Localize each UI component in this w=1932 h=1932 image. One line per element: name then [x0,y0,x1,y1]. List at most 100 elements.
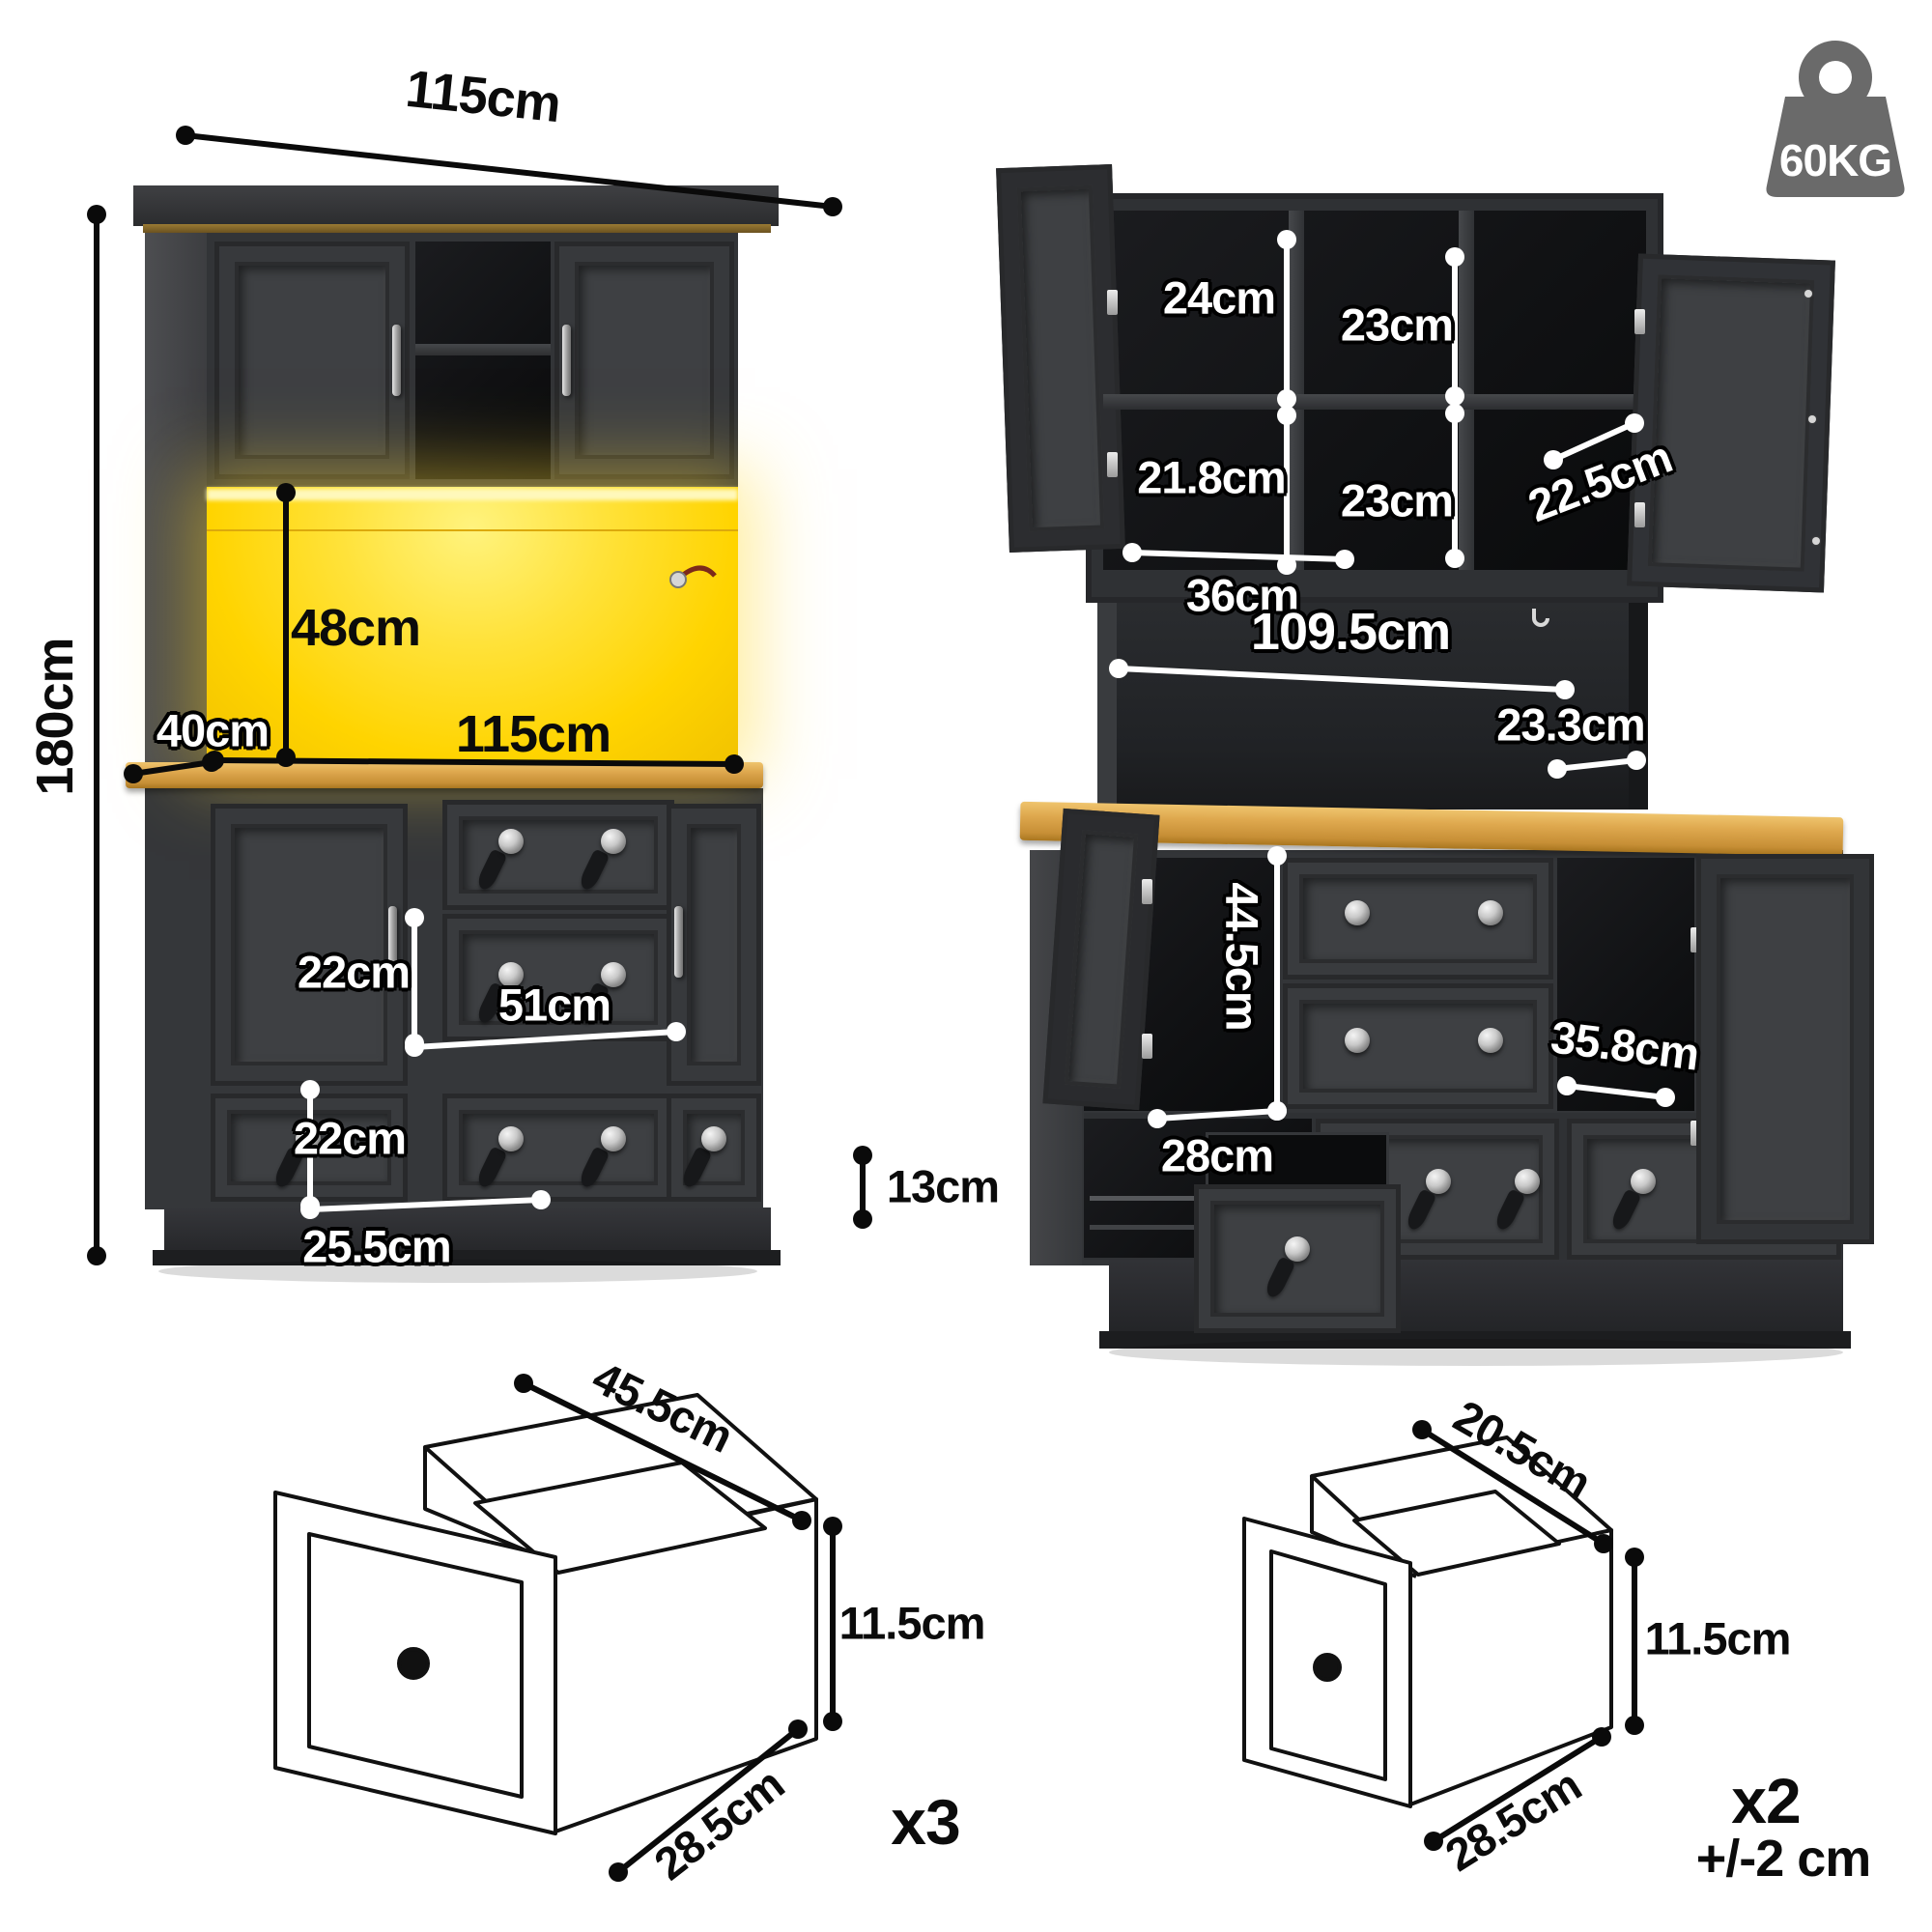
dim-label-bottom-drawer-height: 22cm [293,1112,407,1164]
pulled-drawer-box [1206,1132,1389,1188]
dim-label-middle-drawer-width: 51cm [497,979,611,1031]
dim-label-base-height: 13cm [886,1160,1000,1212]
bottom-drawer-center [442,1094,674,1202]
right-door-opening [1557,858,1694,1111]
dim-label-depth: 40cm [156,704,270,756]
base-plinth-left-lip [153,1250,781,1265]
drawer-knob [498,829,524,854]
drawer-knob [1426,1169,1451,1194]
cornice-wood-trim [143,224,771,233]
drawer-knob [1345,900,1370,925]
hutch-open-left-door [996,164,1125,553]
door-hinge [1634,309,1645,334]
drawer-knob [701,1126,726,1151]
dim-label-small-drawer-depth: 28.5cm [1435,1758,1590,1882]
drawer-knob [601,962,626,987]
dim-label-bottom-drawer-width: 25.5cm [302,1220,451,1272]
dim-label-cubby-24: 24cm [1162,271,1276,324]
drawer-knob [1631,1169,1656,1194]
dim-label-cubby-width: 36cm [1185,569,1299,621]
hutch-interior [1103,211,1646,570]
hutch-left-door [214,242,410,479]
cabinet-cornice [133,185,779,226]
door-hinge [1107,452,1118,477]
weight-capacity-label: 60KG [1778,135,1892,185]
dim-label-hutch-opening-height: 48cm [290,599,421,657]
door-panel [1016,185,1105,532]
dim-label-large-drawer-height: 11.5cm [838,1597,986,1649]
lower-right-door-handle [674,906,683,978]
dim-label-counter-width: 115cm [455,705,611,763]
bottom-drawer-right [667,1094,761,1202]
led-strip [207,489,738,500]
door-hinge [1142,879,1152,904]
countertop-left [126,762,763,788]
drawer-slide-rail [1090,1196,1206,1201]
hutch-cubby-shelf [415,344,551,355]
dim-label-total-height: 180cm [26,638,84,796]
door-panel [575,262,714,459]
door-panel [1647,274,1815,572]
hutch-open-cubby [415,242,551,479]
lower-left-door-handle [388,906,397,978]
dim-label-shelf-depth: 23.3cm [1496,698,1645,751]
drawer-panel [1299,1000,1537,1093]
lower-open-left-door [1042,808,1160,1111]
dim-label-opening-width: 28cm [1160,1129,1274,1181]
drawer-knob [1515,1169,1540,1194]
dim-label-small-drawer-width: 20.5cm [1445,1389,1600,1509]
dim-label-small-drawer-height: 11.5cm [1644,1612,1792,1664]
door-hinge [1690,927,1701,952]
large-drawer-quantity: x3 [891,1786,960,1858]
door-hinge [1107,290,1118,315]
drawer-slide-rail [1090,1225,1206,1230]
lower-open-right-door [1696,854,1874,1244]
drawer-knob [1345,1028,1370,1053]
hutch-open-right-door [1627,253,1835,593]
door-panel [1717,874,1854,1224]
drawer-knob [1478,900,1503,925]
open-shelf-left-jamb [1097,603,1117,810]
door-screw [1812,537,1820,545]
dim-label-top-width: 115cm [403,59,563,134]
door-panel [235,262,389,459]
dim-label-opening-height: 44.5cm [1216,882,1268,1031]
base-plinth-left [164,1208,771,1252]
drawer-knob [601,829,626,854]
open-view-drawer-1 [1283,858,1553,980]
small-drawer-quantity: x2 [1731,1765,1801,1836]
drawer-knob [601,1126,626,1151]
hutch-right-door [554,242,734,479]
door-hinge [1690,1121,1701,1146]
drawer-diagram-large-art [273,1393,818,1835]
door-panel [231,824,387,1065]
hutch-right-door-handle [562,325,571,396]
dim-label-middle-drawer-height: 22cm [297,946,411,998]
cubby-divider [1459,211,1474,570]
door-hinge [1142,1034,1152,1059]
pulled-out-drawer-front [1194,1184,1401,1333]
dim-label-cubby-23-bottom: 23cm [1340,474,1454,526]
door-screw [1804,290,1812,298]
dim-label-large-drawer-depth: 28.5cm [644,1757,793,1890]
door-hinge [1634,502,1645,527]
middle-drawer-1 [442,800,674,910]
cubby-shelf [1103,394,1646,410]
dim-label-shelf-width: 109.5cm [1250,603,1451,661]
base-plinth-right-lip [1099,1331,1851,1349]
dim-label-cubby-21-8: 21.8cm [1137,451,1286,503]
drawer-knob [498,1126,524,1151]
dim-label-cubby-23-top: 23cm [1340,298,1454,351]
door-panel [687,824,741,1065]
tolerance-note: +/-2 cm [1695,1830,1872,1888]
drawer-knob [1285,1236,1310,1262]
door-panel [1064,830,1139,1089]
cubby-divider [1289,211,1304,570]
dim-label-large-drawer-width: 45.5cm [584,1350,741,1463]
open-view-drawer-2 [1283,983,1553,1109]
door-screw [1808,415,1816,423]
drawer-knob [1478,1028,1503,1053]
hutch-left-door-handle [392,325,401,396]
drawer-panel [1210,1201,1384,1317]
